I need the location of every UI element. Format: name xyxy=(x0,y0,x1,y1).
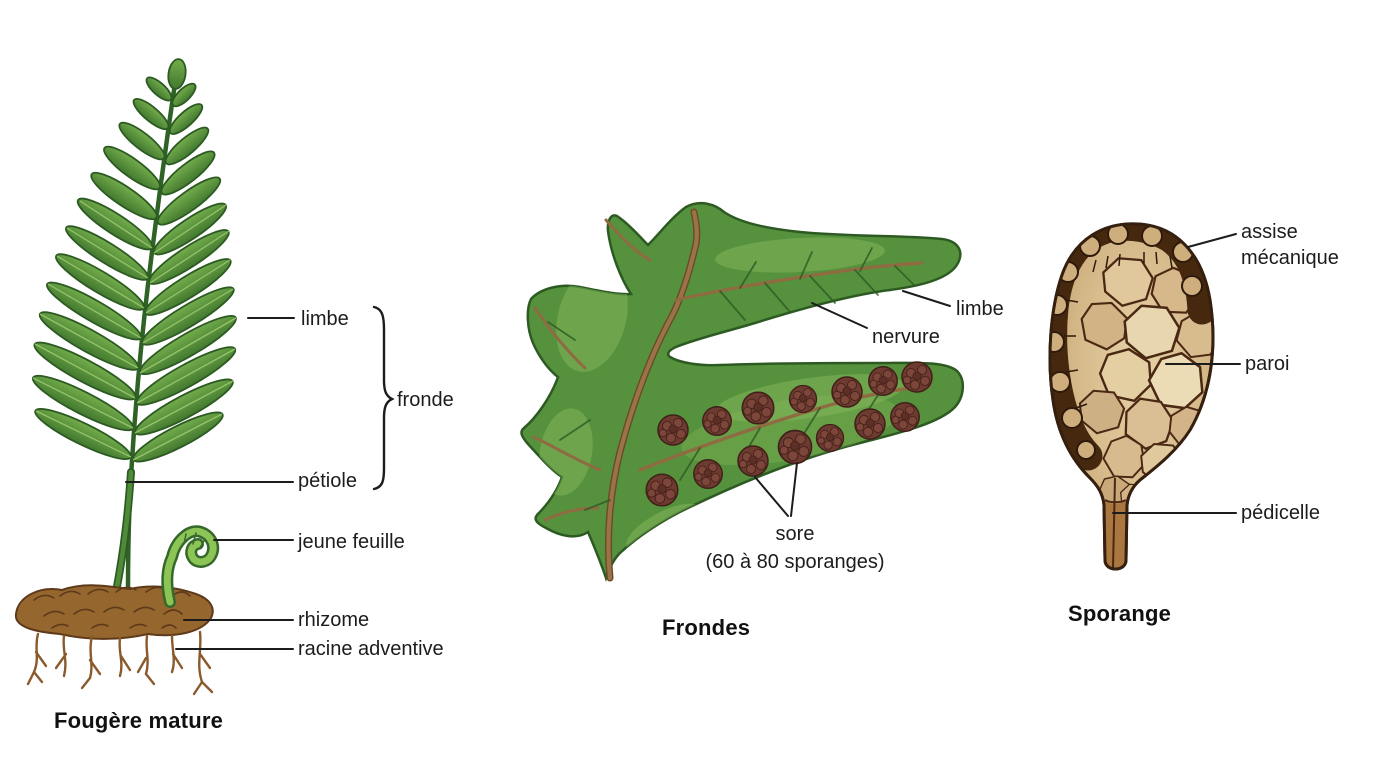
fern-petiole-highlight xyxy=(113,469,134,595)
sporangium-outline xyxy=(1048,222,1215,571)
label-limbe-fronde: limbe xyxy=(956,298,1004,320)
fern-midveins xyxy=(32,200,237,461)
label-fronde: fronde xyxy=(397,389,454,411)
label-nervure: nervure xyxy=(872,326,940,348)
fern-pinnae-left xyxy=(31,76,173,460)
pointer-sore-1 xyxy=(754,476,789,517)
pointer-sore-2 xyxy=(790,462,798,517)
label-sore-count: (60 à 80 sporanges) xyxy=(705,551,885,573)
pointer-limbe-fronde xyxy=(902,290,951,307)
fronde-brace xyxy=(372,305,395,491)
fern-tip-lobe xyxy=(167,58,187,90)
sporangium-stalk xyxy=(1104,477,1127,569)
pointer-nervure xyxy=(811,302,868,329)
label-sore: sore xyxy=(775,523,815,545)
title-frondes: Frondes xyxy=(662,615,751,640)
label-petiole: pétiole xyxy=(298,470,357,492)
label-paroi: paroi xyxy=(1245,353,1290,375)
label-jeune-feuille: jeune feuille xyxy=(298,531,405,553)
sporangium-illustration xyxy=(1048,222,1215,571)
fern-roots xyxy=(26,630,214,696)
fern-fiddlehead xyxy=(161,525,220,608)
pointer-lines xyxy=(125,233,1241,650)
label-limbe-mature: limbe xyxy=(301,308,349,330)
label-pedicelle: pédicelle xyxy=(1241,502,1320,524)
frond-veins xyxy=(547,247,916,511)
frond-rachis xyxy=(532,208,932,582)
frond-illustration xyxy=(520,201,964,582)
fern-rhizome-scales xyxy=(33,586,191,629)
frond-blade xyxy=(520,201,964,582)
fern-rhizome xyxy=(14,584,214,640)
label-assise-mecanique: assise mécanique xyxy=(1241,221,1339,269)
pointer-assise xyxy=(1187,233,1237,248)
mature-fern-illustration xyxy=(14,58,237,696)
title-sporange: Sporange xyxy=(1068,601,1172,626)
label-racine-adventive: racine adventive xyxy=(298,638,444,660)
title-fougere-mature: Fougère mature xyxy=(54,708,224,733)
label-rhizome: rhizome xyxy=(298,609,370,631)
